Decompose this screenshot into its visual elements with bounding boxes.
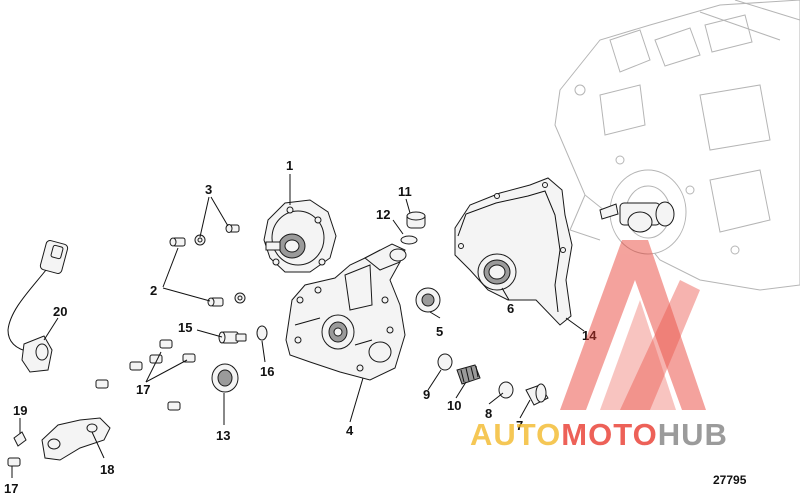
- callout-20: 20: [53, 304, 67, 319]
- callout-17-lower: 17: [4, 481, 18, 495]
- watermark-auto: AUTO: [470, 417, 561, 452]
- engine-block: [554, 0, 800, 291]
- callout-12: 12: [376, 207, 390, 222]
- callout-1: 1: [286, 158, 293, 173]
- callout-2: 2: [150, 283, 157, 298]
- plug: [406, 211, 426, 229]
- seal-ring: [415, 287, 441, 313]
- leader-lines: [11, 174, 585, 478]
- callout-8: 8: [485, 406, 492, 421]
- watermark-hub: HUB: [658, 417, 728, 452]
- callout-10: 10: [447, 398, 461, 413]
- callout-6: 6: [507, 301, 514, 316]
- callout-9: 9: [423, 387, 430, 402]
- o-ring-small: [400, 235, 418, 245]
- callout-19: 19: [13, 403, 27, 418]
- callout-7: 7: [516, 418, 523, 433]
- pressure-sensor: [218, 331, 247, 344]
- callout-5: 5: [436, 324, 443, 339]
- oil-pump-housing: [285, 243, 407, 381]
- washer-8: [498, 381, 514, 399]
- spring-cap: [437, 353, 453, 371]
- screw-and-washer-upper: [169, 224, 240, 247]
- callout-14: 14: [582, 328, 597, 343]
- callout-4: 4: [346, 423, 354, 438]
- oil-seal: [211, 363, 239, 393]
- clip: [13, 431, 27, 447]
- callout-labels: 1 2 3 4 5 6 7 8 9 10 11 12 13 14 15 16 1…: [4, 158, 597, 495]
- callout-16: 16: [260, 364, 274, 379]
- callout-11: 11: [398, 184, 412, 199]
- screw-and-washer-lower: [207, 292, 246, 307]
- callout-3: 3: [205, 182, 212, 197]
- pump-rotor-assembly: [263, 199, 337, 273]
- o-ring-16: [256, 325, 268, 341]
- relief-spring: [456, 364, 481, 385]
- bracket: [41, 417, 111, 461]
- sleeve-7: [525, 383, 549, 406]
- svg-text:AUTOMOTOHUB: AUTOMOTOHUB: [470, 417, 728, 452]
- figure-number: 27795: [713, 473, 747, 487]
- callout-17-upper: 17: [136, 382, 150, 397]
- screws-17: [7, 339, 196, 467]
- crankshaft-seal: [477, 253, 517, 291]
- callout-15: 15: [178, 320, 192, 335]
- callout-13: 13: [216, 428, 230, 443]
- callout-18: 18: [100, 462, 114, 477]
- sensor-with-harness: [7, 240, 69, 373]
- watermark-text: AUTOMOTOHUB: [470, 417, 728, 452]
- watermark-logo: [560, 240, 706, 410]
- watermark-moto: MOTO: [561, 417, 657, 452]
